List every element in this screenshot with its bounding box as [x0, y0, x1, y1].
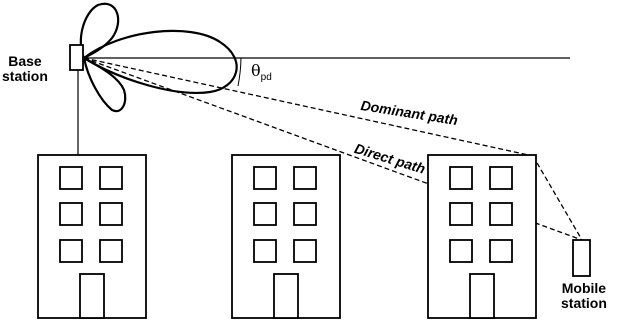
lower-side-lobe: [82, 56, 127, 113]
building-window: [99, 166, 123, 190]
building-window: [253, 166, 277, 190]
angle-label: θpd: [251, 61, 272, 84]
building-window: [253, 202, 277, 226]
dominant-path-reflected: [532, 155, 583, 241]
angle-symbol: θ: [251, 61, 261, 80]
base-station-label: Base station: [2, 54, 48, 83]
radiation-pattern: [79, 2, 238, 113]
building-window: [99, 202, 123, 226]
buildings: [37, 154, 537, 319]
mobile-station-label: Mobile station: [561, 281, 607, 310]
base-station-label-line1: Base: [8, 53, 42, 69]
upper-side-lobe: [79, 2, 120, 60]
mobile-station-label-line1: Mobile: [561, 280, 607, 296]
building-window: [293, 239, 317, 263]
building-window: [59, 202, 83, 226]
angle-subscript: pd: [260, 72, 272, 84]
building-window: [293, 166, 317, 190]
mobile-station-device: [572, 239, 591, 277]
building-window: [489, 239, 513, 263]
building-window: [253, 239, 277, 263]
building-window: [449, 202, 473, 226]
building-window: [59, 166, 83, 190]
dominant-path: [83, 57, 583, 241]
dominant-path-incident: [83, 57, 534, 157]
building-window: [489, 202, 513, 226]
building-window: [489, 166, 513, 190]
building-3: [427, 154, 537, 319]
building-2: [231, 154, 341, 319]
antenna-box: [69, 44, 84, 71]
building-1: [37, 154, 147, 319]
building-door: [79, 273, 105, 319]
building-door: [273, 273, 299, 319]
building-window: [99, 239, 123, 263]
angle-arc: [237, 57, 242, 87]
base-station-label-line2: station: [2, 67, 48, 84]
mobile-station-label-line2: station: [561, 294, 607, 311]
building-door: [469, 273, 495, 319]
main-lobe: [82, 29, 238, 94]
building-window: [293, 202, 317, 226]
building-window: [449, 239, 473, 263]
building-window: [59, 239, 83, 263]
building-window: [449, 166, 473, 190]
